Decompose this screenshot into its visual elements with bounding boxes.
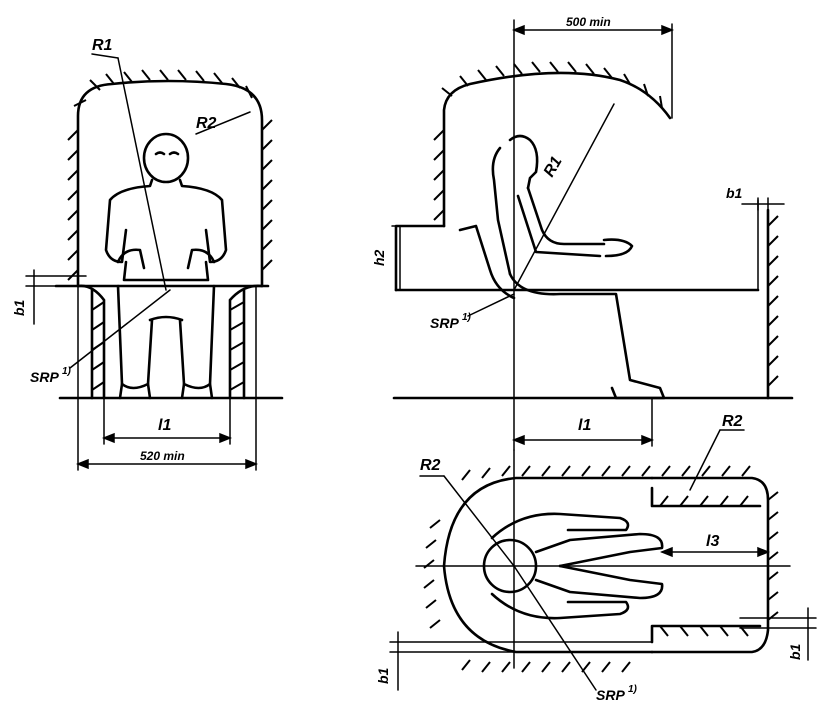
- front-right-support: [228, 284, 264, 400]
- top-b1-left-label: b1: [375, 667, 391, 684]
- top-srp-label: SRP: [596, 687, 625, 703]
- top-r2-right-leader: [689, 429, 721, 491]
- front-r1-label: R1: [92, 37, 113, 54]
- front-srp-note: 1): [62, 366, 72, 377]
- top-upper-shelf: [650, 486, 762, 508]
- top-right-outline: [650, 476, 770, 654]
- front-width-dimension: [75, 285, 259, 471]
- front-l1-dimension: [101, 397, 233, 445]
- side-r1-line: [513, 103, 615, 291]
- front-view: [25, 53, 284, 471]
- side-srp-leader: [467, 293, 515, 317]
- top-cabin-outline: [442, 476, 654, 654]
- side-srp-label: SRP: [430, 315, 459, 331]
- top-b1-right-dimension: [739, 607, 817, 661]
- top-r2-left-line: [443, 475, 515, 567]
- front-cabin-outline: [76, 79, 264, 288]
- top-l3-label: l3: [706, 533, 719, 550]
- front-r2-leader: [195, 111, 251, 135]
- top-person: [482, 512, 664, 620]
- top-r2-right-label: R2: [722, 413, 743, 430]
- side-person: [458, 134, 666, 400]
- side-view: [391, 19, 794, 451]
- top-lower-shelf: [650, 624, 762, 644]
- top-r2-left-label: R2: [420, 457, 441, 474]
- front-l1-label: l1: [158, 417, 171, 434]
- side-b1-dimension: [741, 197, 785, 211]
- front-support-hatch: [91, 301, 245, 391]
- side-h2-label: h2: [371, 249, 387, 266]
- top-cabin-hatch: [423, 465, 779, 673]
- side-r1-label: R1: [541, 154, 566, 180]
- front-cabin-hatch: [67, 69, 273, 281]
- side-b1-label: b1: [726, 185, 743, 201]
- side-h2-dimension: [391, 225, 445, 291]
- front-person: [104, 132, 228, 400]
- side-right-wall-hatch: [767, 215, 779, 387]
- side-srp-note: 1): [462, 312, 472, 323]
- front-srp-label: SRP: [30, 369, 59, 385]
- front-left-support: [76, 284, 106, 400]
- side-bulkhead: [394, 224, 446, 292]
- front-r1-line: [117, 57, 167, 291]
- side-l1-label: l1: [578, 417, 591, 434]
- front-r1-leader: [91, 53, 119, 59]
- front-srp-leader: [69, 289, 171, 369]
- side-top-dimension-label: 500 min: [566, 15, 611, 29]
- top-view: [389, 429, 817, 691]
- side-roof-outline: [442, 71, 672, 228]
- top-b1-left-dimension: [389, 631, 653, 691]
- top-l3-dimension: [659, 546, 771, 558]
- top-b1-right-label: b1: [787, 643, 803, 660]
- top-srp-note: 1): [628, 684, 638, 695]
- front-b1-label: b1: [11, 299, 27, 316]
- front-r2-label: R2: [196, 115, 217, 132]
- side-roof-hatch: [433, 61, 663, 221]
- side-top-dimension: [511, 23, 675, 119]
- front-b1-dimension: [25, 269, 87, 325]
- top-srp-leader: [513, 565, 597, 691]
- front-width-label: 520 min: [140, 449, 185, 463]
- side-l1-dimension: [511, 397, 655, 447]
